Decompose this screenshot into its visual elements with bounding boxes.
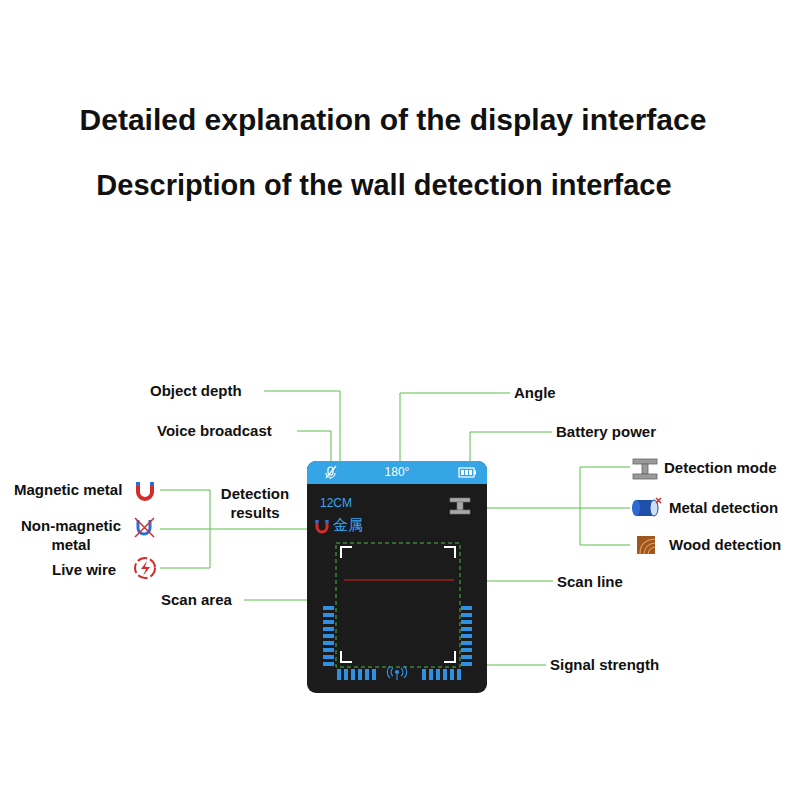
callout-label: Detection results — [214, 484, 296, 522]
non-magnetic-icon — [135, 518, 154, 537]
leader-line — [580, 508, 630, 509]
callout-label: Scan line — [557, 573, 623, 591]
live-wire-icon — [135, 558, 155, 578]
leader-line — [160, 529, 318, 530]
callout-label: Object depth — [150, 382, 242, 400]
callout-label: Detection mode — [664, 459, 777, 477]
leader-line — [400, 393, 510, 466]
result-text: 金属 — [333, 516, 363, 534]
callout-label: Scan area — [161, 591, 232, 609]
page-title: Detailed explanation of the display inte… — [80, 103, 707, 137]
pipe-icon — [632, 498, 661, 516]
callout-label: Wood detection — [669, 536, 781, 554]
depth-value: 12CM — [320, 496, 352, 511]
status-bar: 180° — [307, 461, 487, 484]
callout-label: Angle — [514, 384, 556, 402]
leader-line — [470, 432, 552, 466]
sub-heading: Description of the wall detection interf… — [96, 168, 671, 202]
callout-label: Voice broadcast — [157, 422, 272, 440]
callout-label: Live wire — [52, 561, 116, 579]
callout-label: Metal detection — [669, 499, 778, 517]
callout-label: Battery power — [556, 423, 656, 441]
leader-bracket — [580, 467, 630, 545]
angle-value: 180° — [385, 465, 410, 480]
callout-label: Non-magnetic metal — [12, 516, 130, 554]
screen-graphics — [307, 461, 487, 693]
wood-icon — [637, 536, 655, 554]
callout-label: Signal strength — [550, 656, 659, 674]
callout-label: Magnetic metal — [14, 481, 122, 499]
magnet-icon — [138, 482, 152, 499]
i-beam-icon — [633, 459, 657, 479]
display-screen: 180° 12CM 金属 — [307, 461, 487, 693]
